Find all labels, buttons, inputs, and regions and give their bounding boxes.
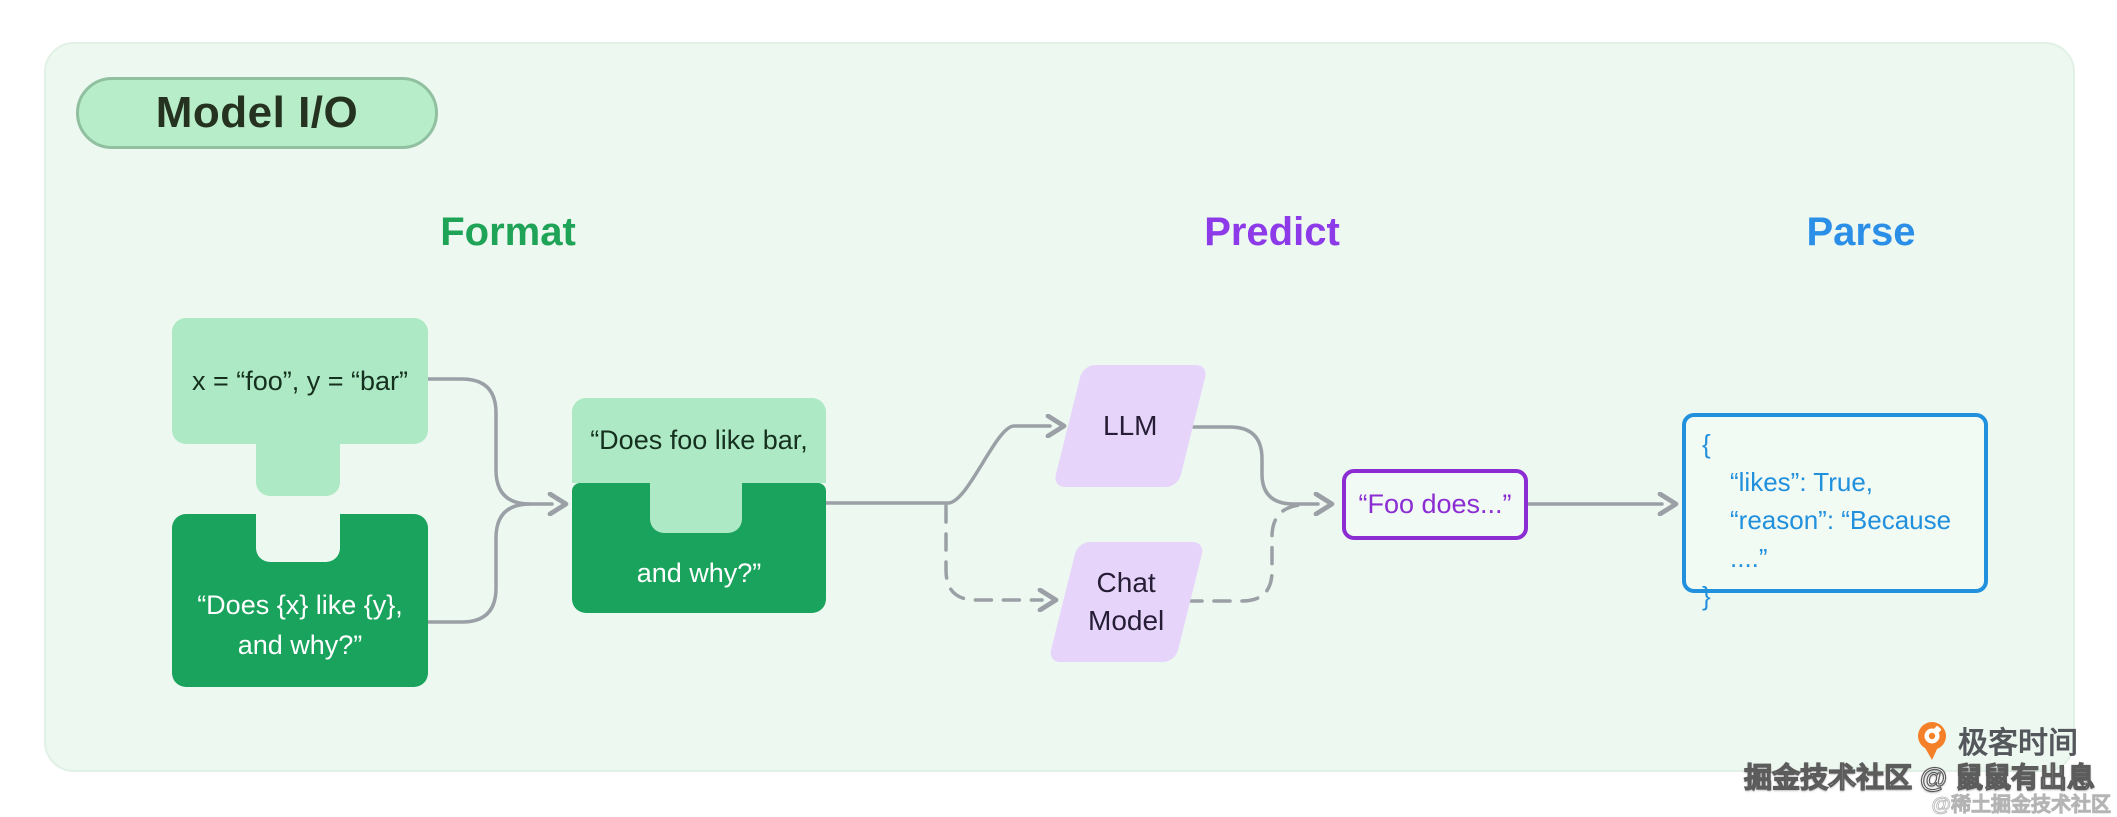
- merged-prompt-bottom: and why?”: [572, 483, 826, 613]
- model-io-badge-label: Model I/O: [155, 88, 359, 137]
- model-output-box: “Foo does...”: [1342, 469, 1528, 540]
- json-line-close: }: [1702, 581, 1711, 611]
- heading-parse: Parse: [1806, 210, 1916, 254]
- values-box-tab: [256, 443, 340, 496]
- watermark-juejin: @稀土掘金技术社区: [1931, 794, 2111, 817]
- merged-prompt-plug: [650, 483, 742, 533]
- parsed-json-box: { “likes”: True, “reason”: “Because ....…: [1682, 413, 1988, 611]
- prompt-template-notch: [256, 514, 340, 562]
- prompt-template-line1: “Does {x} like {y},: [197, 589, 403, 620]
- heading-format: Format: [440, 210, 576, 254]
- llm-node-label: LLM: [1103, 410, 1158, 441]
- merged-prompt-bottom-text: and why?”: [636, 557, 762, 588]
- geektime-brand: 极客时间: [1914, 718, 2078, 762]
- values-box-text: x = “foo”, y = “bar”: [191, 365, 409, 396]
- geektime-logo-icon: [1918, 722, 1946, 760]
- prompt-template-box: “Does {x} like {y}, and why?”: [172, 514, 428, 687]
- json-line-reason: “reason”: “Because ....”: [1730, 505, 1952, 573]
- merged-prompt-top: “Does foo like bar,: [572, 398, 826, 483]
- model-output-text: “Foo does...”: [1358, 489, 1512, 519]
- merged-prompt-top-text: “Does foo like bar,: [590, 425, 808, 455]
- chat-model-line2: Model: [1088, 605, 1165, 636]
- heading-predict: Predict: [1204, 210, 1340, 254]
- json-line-open: {: [1702, 429, 1711, 459]
- model-io-badge: Model I/O: [76, 77, 438, 149]
- chat-model-line1: Chat: [1096, 567, 1157, 598]
- prompt-template-line2: and why?”: [237, 629, 363, 660]
- json-line-likes: “likes”: True,: [1730, 467, 1874, 497]
- watermark-community: 掘金技术社区 @ 鼠鼠有出息: [1744, 761, 2096, 793]
- values-box: x = “foo”, y = “bar”: [172, 318, 428, 444]
- geektime-logo-text: 极客时间: [1958, 727, 2078, 760]
